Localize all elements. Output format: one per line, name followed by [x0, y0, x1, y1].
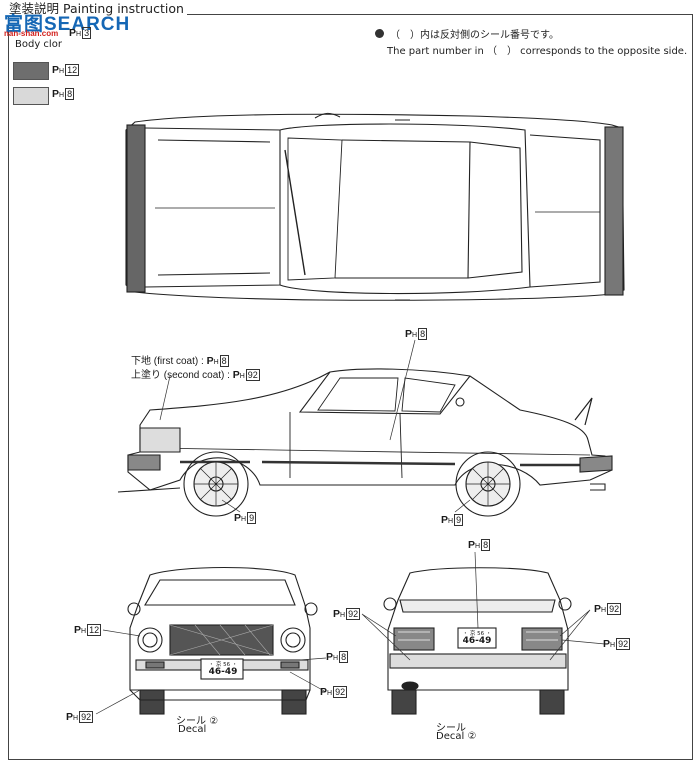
- rear-decal-en: Decal ②: [436, 731, 477, 742]
- legend-swatch-dark-gray: [13, 62, 49, 80]
- front-plate-top: ・ 京 56 ・: [208, 662, 238, 668]
- watermark-logo: 富图SEARCH: [4, 14, 131, 35]
- rear-plate-top: ・ 京 56 ・: [462, 631, 492, 637]
- page-title: 塗装説明 Painting instruction: [6, 0, 187, 17]
- legend-label-body: Body clor: [15, 39, 62, 50]
- front-plate-number: 46-49: [208, 667, 238, 677]
- note-bullet-icon: [375, 29, 384, 38]
- watermark-url: nan-shan.com: [4, 29, 59, 38]
- rear-plate-number: 46-49: [462, 636, 492, 646]
- side-view-car: [117, 368, 613, 517]
- page-frame: [8, 14, 693, 760]
- legend-swatch-light-gray: [13, 87, 49, 105]
- note-english: The part number in （ ） corresponds to th…: [387, 46, 688, 57]
- note-japanese: （ ）内は反対側のシール番号です。: [390, 30, 559, 41]
- front-decal-ja: シール ②: [176, 716, 219, 727]
- rear-view-car: [383, 567, 572, 715]
- front-decal-en: Decal: [178, 724, 207, 735]
- rear-decal-ja: シール: [436, 723, 466, 734]
- front-view-car: [127, 566, 318, 715]
- top-view-car: [125, 112, 625, 301]
- leader-lines: [95, 339, 606, 715]
